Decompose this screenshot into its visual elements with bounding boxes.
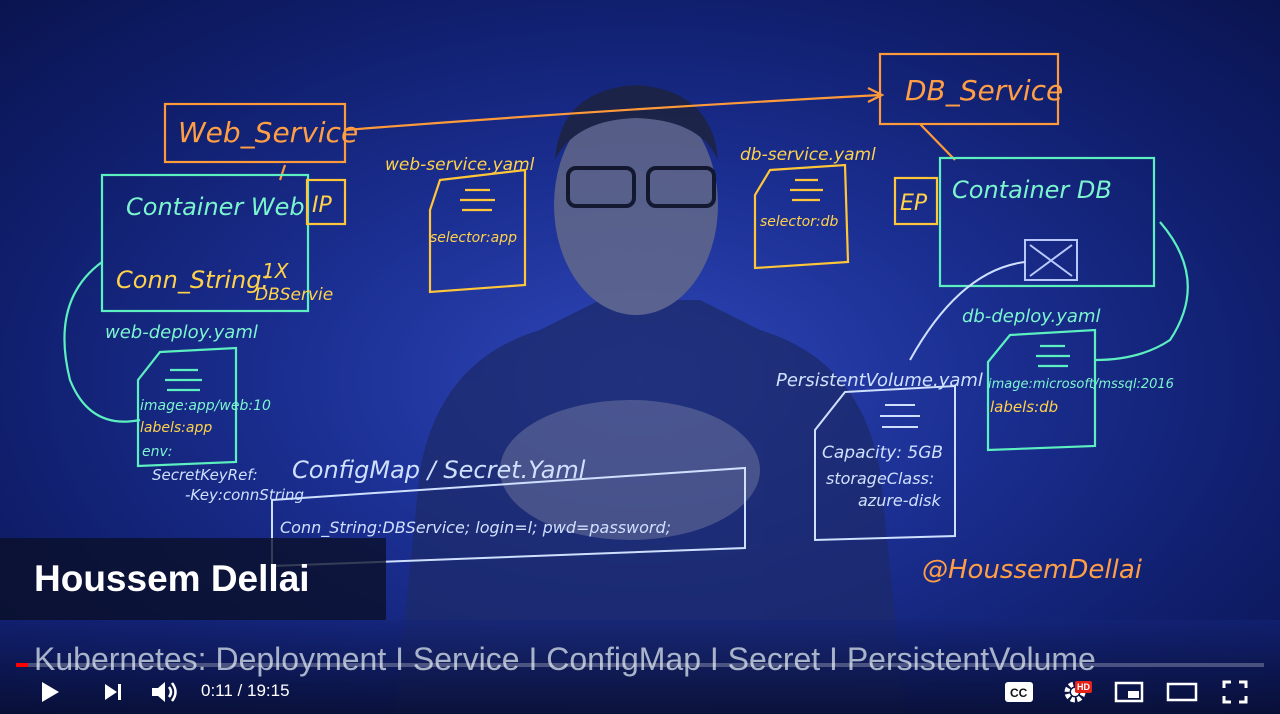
web-selector: selector:app	[430, 230, 517, 246]
current-time: 0:11	[201, 681, 233, 700]
container-web-box	[100, 173, 310, 313]
pv-capacity: Capacity: 5GB	[822, 443, 943, 463]
web-to-db-arrow	[344, 93, 881, 132]
pv-azure: azure-disk	[858, 491, 941, 510]
hd-badge: HD	[1075, 681, 1092, 693]
ep-label: EP	[900, 191, 928, 216]
configmap-content: Conn_String:DBService; login=l; pwd=pass…	[280, 518, 671, 538]
cc-icon: CC	[1005, 682, 1033, 702]
web-image: image:app/web:10	[140, 398, 271, 414]
secret-key: -Key:connString	[185, 486, 304, 504]
container-db-box	[938, 156, 1156, 288]
subtitles-button[interactable]: CC	[1002, 670, 1036, 714]
container-web-label: Container Web	[126, 193, 305, 221]
play-icon	[42, 682, 59, 702]
web-service-yaml-doc	[428, 168, 527, 294]
db-service-yaml-label: db-service.yaml	[740, 145, 876, 165]
play-button[interactable]	[32, 670, 68, 714]
db-service-label: DB_Service	[905, 74, 1063, 107]
configmap-yaml-label: ConfigMap / Secret.Yaml	[292, 456, 586, 484]
conn-strike: 1X	[262, 259, 290, 283]
web-service-label: Web_Service	[178, 116, 358, 149]
theater-icon	[1166, 682, 1198, 702]
web-service-yaml-label: web-service.yaml	[385, 155, 535, 175]
web-deploy-doc	[136, 346, 238, 468]
theater-mode-button[interactable]	[1164, 670, 1200, 714]
presenter	[395, 85, 905, 714]
progress-played	[16, 663, 28, 667]
presenter-name: Houssem Dellai	[34, 558, 310, 599]
miniplayer-button[interactable]	[1112, 670, 1146, 714]
db-deploy-yaml-label: db-deploy.yaml	[962, 306, 1100, 327]
ip-label: IP	[312, 193, 332, 218]
db-image: image:microsoft/mssql:2016	[988, 377, 1174, 392]
mute-button[interactable]	[146, 670, 184, 714]
video-title: Kubernetes: Deployment I Service I Confi…	[34, 641, 1096, 677]
fullscreen-icon	[1222, 680, 1248, 704]
web-env: env:	[142, 444, 173, 460]
next-button[interactable]	[96, 670, 130, 714]
handle-text: @HoussemDellai	[922, 555, 1143, 585]
time-separator: /	[232, 681, 247, 700]
container-db-label: Container DB	[952, 176, 1112, 204]
db-selector: selector:db	[760, 214, 839, 230]
ep-box	[893, 176, 939, 226]
db-service-note: DBServie	[255, 285, 333, 305]
db-labels: labels:db	[990, 398, 1058, 416]
conn-string-label: Conn_String:	[116, 266, 270, 294]
db-service-yaml-doc	[753, 163, 850, 270]
svg-text:CC: CC	[1010, 686, 1028, 700]
web-deploy-yaml-label: web-deploy.yaml	[105, 322, 258, 343]
fullscreen-button[interactable]	[1218, 670, 1252, 714]
duration: 19:15	[247, 681, 290, 700]
web-labels: labels:app	[140, 420, 212, 436]
pv-storage: storageClass:	[826, 469, 934, 488]
time-display: 0:11 / 19:15	[201, 681, 290, 701]
db-deploy-doc	[986, 328, 1097, 452]
web-service-box	[163, 102, 347, 164]
pv-yaml-label: PersistentVolume.yaml	[776, 370, 983, 391]
next-icon	[105, 684, 121, 700]
db-service-box	[878, 52, 1060, 126]
pv-doc	[814, 384, 956, 542]
miniplayer-icon	[1114, 681, 1144, 703]
progress-bar[interactable]	[16, 663, 1264, 667]
ip-box	[305, 178, 347, 226]
secret-key-ref: SecretKeyRef:	[152, 466, 258, 484]
volume-icon	[152, 682, 177, 702]
presenter-name-card: Houssem Dellai	[0, 538, 386, 620]
